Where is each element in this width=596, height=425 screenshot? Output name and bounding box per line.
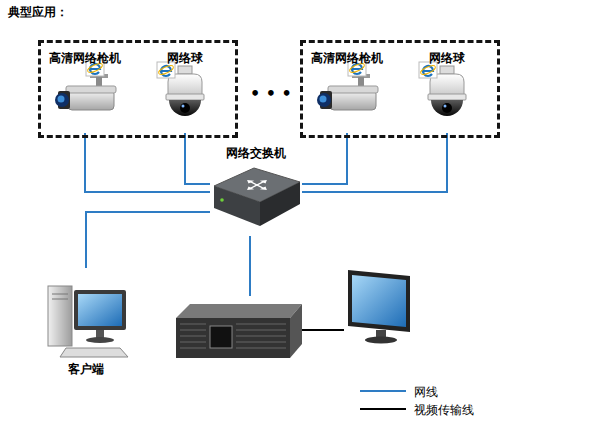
client-pc-icon <box>48 286 128 357</box>
nvr-icon <box>176 304 302 358</box>
legend-text: 视频传输线 <box>414 402 474 419</box>
bullet-camera-icon <box>55 60 116 110</box>
network-cable <box>302 133 347 184</box>
network-cable <box>302 329 344 331</box>
network-switch: 网络交换机 <box>210 146 302 236</box>
legend-line <box>360 408 406 410</box>
monitor-icon <box>348 270 410 344</box>
dome-camera-icon <box>157 62 204 116</box>
node-label: 网络交换机 <box>200 146 312 160</box>
network-cable <box>249 236 251 296</box>
legend-line <box>360 390 406 392</box>
ellipsis-label: • • • <box>250 84 292 103</box>
legend-text: 网线 <box>414 384 438 401</box>
network-cable <box>302 133 447 192</box>
nvr-device <box>172 296 302 362</box>
switch-icon <box>214 168 300 226</box>
diagram-title: 典型应用： <box>8 4 68 21</box>
node-label: 高清网络枪机 <box>37 51 133 65</box>
camera-group: 高清网络枪机网络球 <box>300 40 500 138</box>
node-label: 高清网络枪机 <box>299 51 395 65</box>
dome-camera-icon <box>419 62 466 116</box>
node-label: 客户端 <box>30 362 142 376</box>
dome-camera: 网络球 <box>421 51 473 133</box>
node-label: 网络球 <box>411 51 483 65</box>
dome-camera: 网络球 <box>159 51 211 133</box>
camera-group: 高清网络枪机网络球 <box>38 40 238 138</box>
client-pc: 客户端 <box>40 268 132 376</box>
bullet-camera-icon <box>317 60 378 110</box>
bullet-camera: 高清网络枪机 <box>309 51 385 133</box>
network-cable <box>86 212 210 268</box>
network-cable <box>85 133 210 192</box>
node-label: 网络球 <box>149 51 221 65</box>
bullet-camera: 高清网络枪机 <box>47 51 123 133</box>
network-cable <box>185 133 210 184</box>
monitor <box>344 268 414 348</box>
